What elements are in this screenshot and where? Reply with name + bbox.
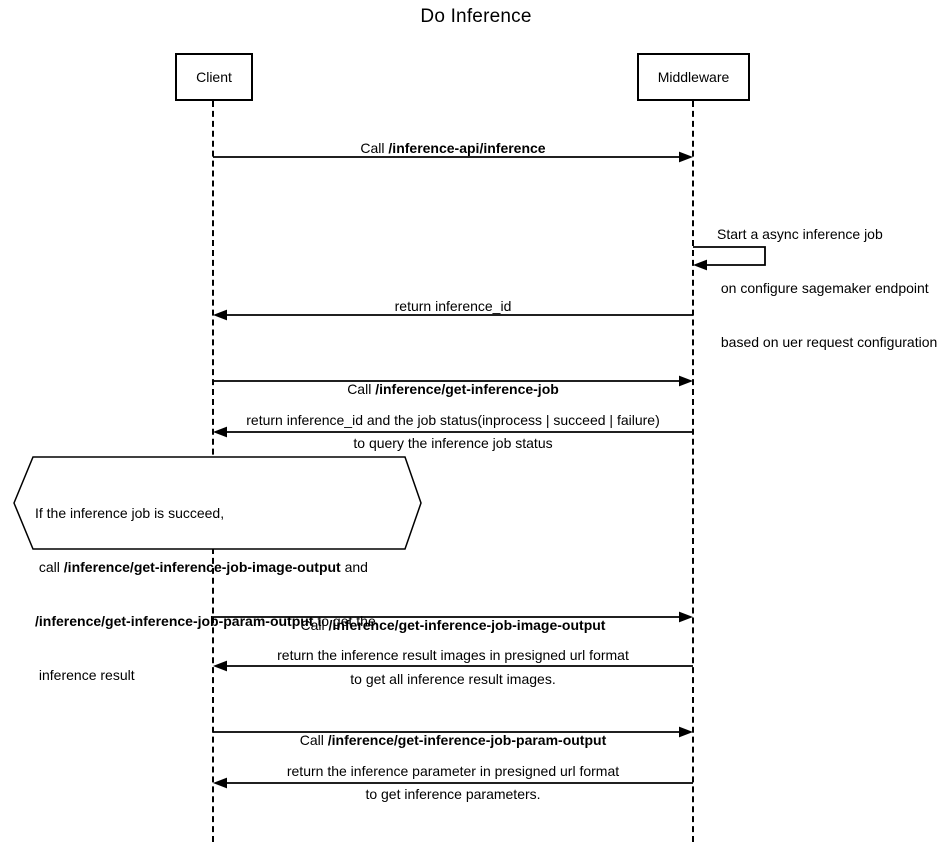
message-text-line: Call /inference/get-inference-job-param-… [213,731,693,749]
message-text-line: on configure sagemaker endpoint [717,280,929,296]
note-bold-path: /inference/get-inference-job-image-outpu… [63,559,341,575]
message-text-line: Call /inference/get-inference-job [213,380,693,398]
note-text-line: call /inference/get-inference-job-image-… [35,558,376,576]
note-text-line: /inference/get-inference-job-param-outpu… [35,612,376,630]
note-label: If the inference job is succeed, call /i… [35,468,376,720]
message-text: Call [360,140,389,156]
note-hexagon [13,456,422,550]
arrow-return-images [213,660,693,672]
message-bold-path: /inference-api/inference [388,140,546,156]
note-text-line: inference result [35,667,135,683]
note-text-line: If the inference job is succeed, [35,505,225,521]
note-text: to get the [313,613,376,629]
message-text-line: Call /inference/get-inference-job-image-… [213,616,693,634]
actor-label-client: Client [196,69,232,85]
message-label-return-images: return the inference result images in pr… [277,647,629,663]
message-label-call-get-job: Call /inference/get-inference-job to que… [213,344,693,488]
message-label-return-inference-id: return inference_id [394,298,512,314]
message-bold-path: /inference/get-inference-job [375,381,559,397]
note-text: and [340,559,368,575]
message-bold-path: /inference/get-inference-job-image-outpu… [328,617,606,633]
diagram-title: Do Inference [420,6,532,27]
message-text-line: to query the inference job status [353,435,553,451]
arrow-call-param-output [213,726,693,738]
message-text-line: to get inference parameters. [365,786,541,802]
message-text: Call [300,617,329,633]
actor-box-middleware: Middleware [637,53,750,101]
self-message-arrow [693,246,766,271]
message-label-start-job: Start a async inference job on configure… [717,189,937,387]
note-bold-path: /inference/get-inference-job-param-outpu… [35,613,314,629]
message-label-return-params: return the inference parameter in presig… [286,763,620,779]
message-text: Call [347,381,376,397]
message-label-return-job-status: return inference_id and the job status(i… [246,412,660,428]
arrow-call-inference [213,151,693,163]
message-bold-path: /inference/get-inference-job-param-outpu… [327,732,607,748]
arrow-return-params [213,777,693,789]
arrow-return-inference-id [213,309,693,321]
message-text-line: to get all inference result images. [350,671,556,687]
message-label-call-inference: Call /inference-api/inference [213,139,693,157]
actor-box-client: Client [175,53,253,101]
message-label-call-param-output: Call /inference/get-inference-job-param-… [213,695,693,839]
arrow-call-get-job [213,375,693,387]
note-text: call [35,559,64,575]
message-text: Call [299,732,328,748]
lifeline-middleware [692,101,694,842]
arrow-return-job-status [213,426,693,438]
message-text-line: based on uer request configuration [717,334,938,350]
message-label-call-image-output: Call /inference/get-inference-job-image-… [213,580,693,724]
actor-label-middleware: Middleware [657,69,730,85]
message-text-line: Start a async inference job [717,226,883,242]
arrow-call-image-output [213,611,693,623]
